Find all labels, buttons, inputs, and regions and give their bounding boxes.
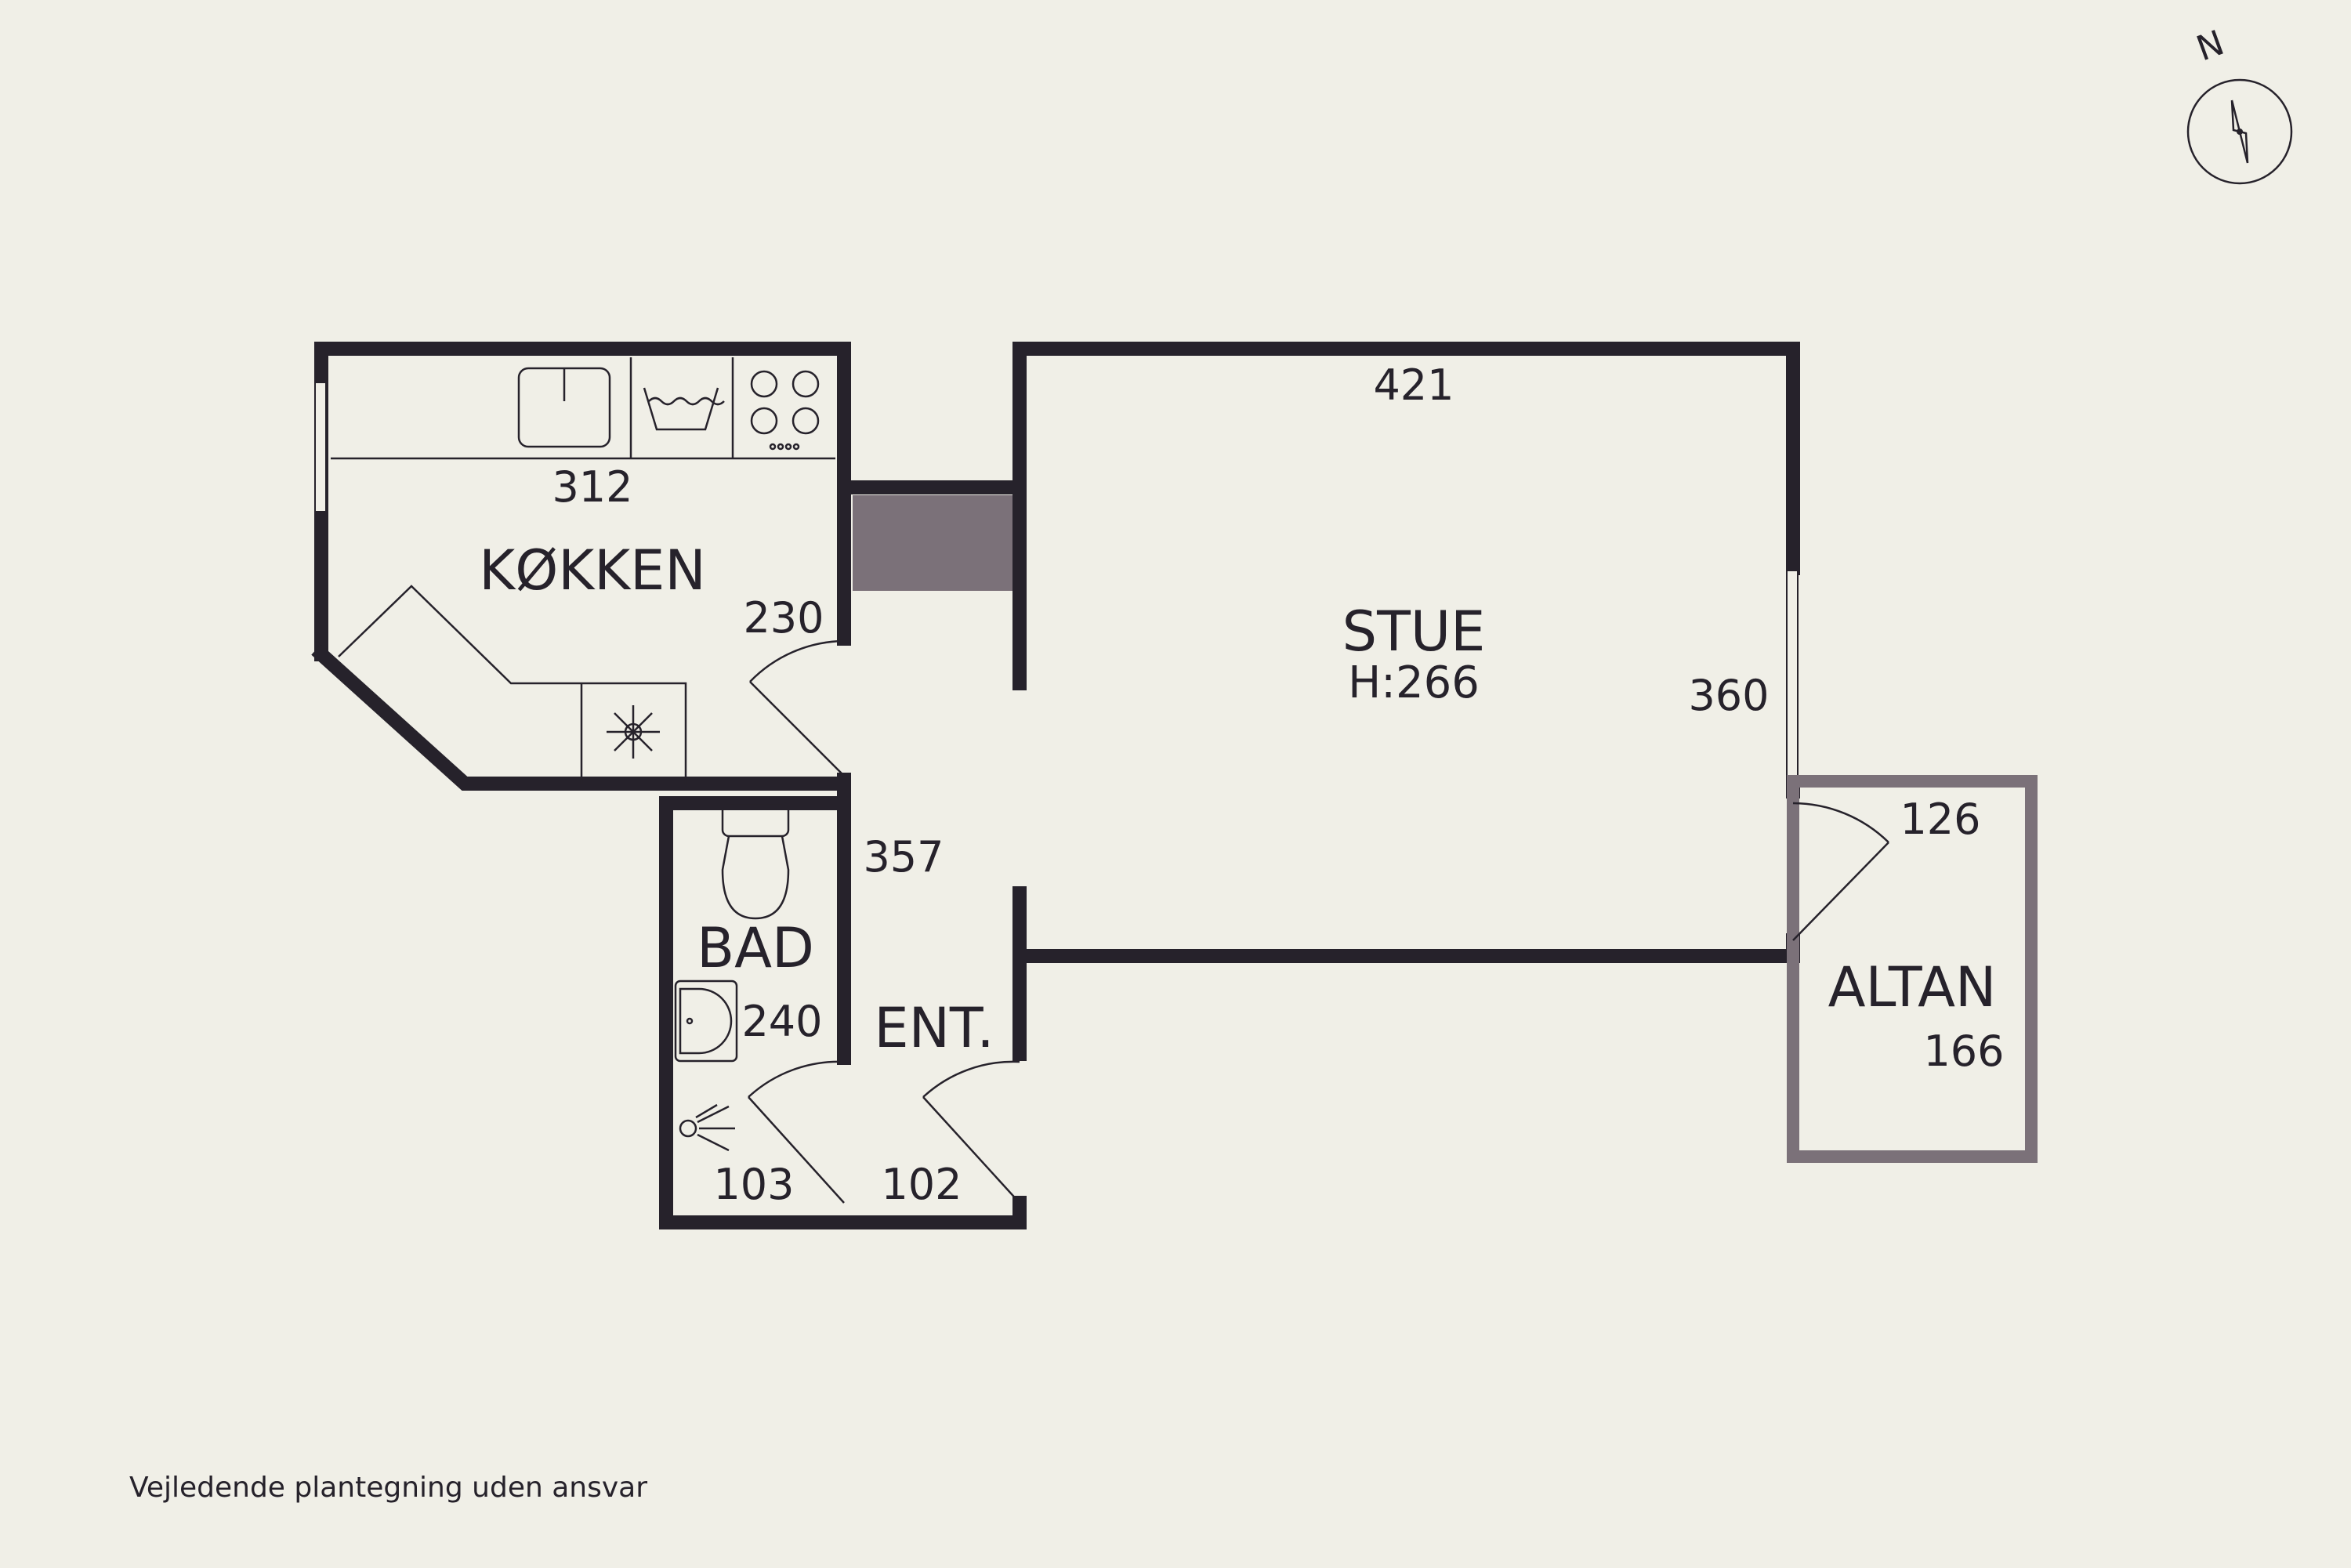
entrance-dim-bottom: 102 <box>881 1160 962 1209</box>
living-dim-top: 421 <box>1373 360 1454 410</box>
balcony-dim-side: 166 <box>1923 1027 2004 1076</box>
kitchen-door <box>749 639 845 777</box>
shower-icon <box>679 1103 735 1152</box>
kitchen-dim-side: 230 <box>743 593 824 643</box>
balcony-door <box>1792 802 1889 941</box>
disclaimer: Vejledende plantegning uden ansvar <box>129 1472 648 1504</box>
balcony-wall <box>1787 775 2038 1163</box>
compass-icon <box>2186 78 2293 185</box>
freezer-icon <box>607 705 660 759</box>
bathroom-door <box>748 1060 845 1204</box>
compass: N <box>2186 23 2293 185</box>
dishwasher-icon <box>643 387 725 431</box>
windows <box>314 382 1799 792</box>
living-dim-side: 360 <box>1688 671 1769 720</box>
chimney-shaft <box>853 495 1012 591</box>
sink-icon <box>517 367 611 448</box>
walls <box>311 342 1800 1229</box>
entrance-name: ENT. <box>874 996 994 1060</box>
balcony-name: ALTAN <box>1828 955 1997 1019</box>
kitchen-name: KØKKEN <box>479 538 705 603</box>
living-height: H:266 <box>1348 657 1480 708</box>
balcony-dim-top: 126 <box>1900 795 1980 844</box>
stove-icon <box>750 370 820 451</box>
living-name: STUE <box>1342 599 1486 664</box>
toilet-icon <box>721 802 790 920</box>
bathroom-dim-side: 240 <box>741 997 822 1046</box>
entrance-door <box>922 1060 1020 1204</box>
washbasin-icon <box>674 980 738 1063</box>
hallway-dim: 357 <box>863 832 944 882</box>
kitchen-dim-top: 312 <box>552 462 632 512</box>
kitchen-counter <box>331 357 835 784</box>
bathroom-dim-bottom: 103 <box>713 1160 794 1209</box>
bathroom-name: BAD <box>697 916 814 980</box>
north-label: N <box>2191 23 2229 69</box>
